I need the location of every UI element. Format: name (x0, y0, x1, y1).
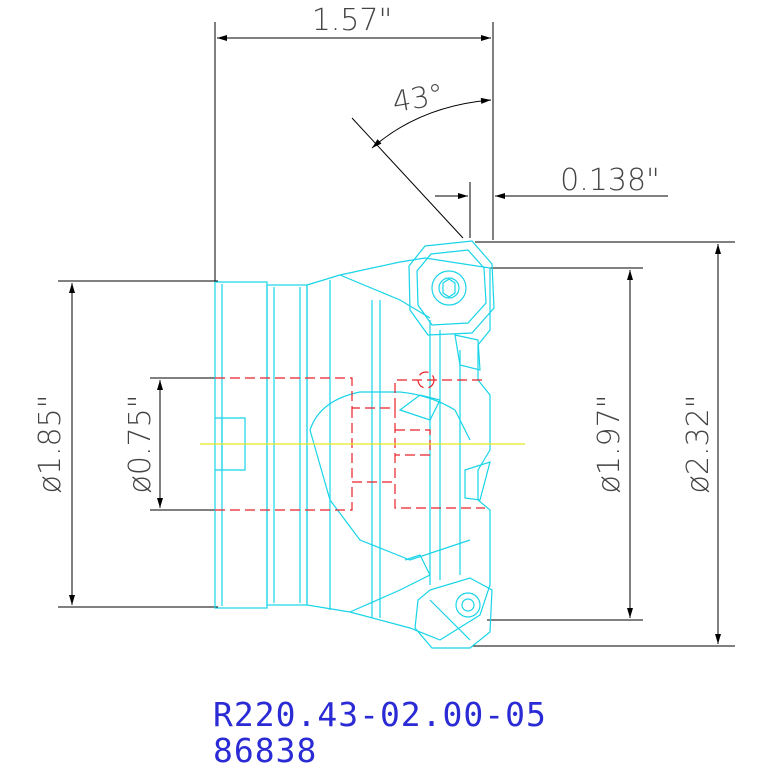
offset-label: 0.138" (560, 163, 660, 198)
shank-body (214, 281, 268, 609)
part-designation: R220.43-02.00-05 (213, 695, 547, 734)
insert-screw-top (431, 270, 467, 306)
hidden-lines (215, 371, 485, 511)
part-number: 86838 (213, 731, 318, 770)
length-label: 1.57" (312, 3, 393, 38)
max-label: ø2.32" (681, 395, 716, 494)
dimension-labels: 1.57" 43° 0.138" ø1.85" ø0.75" ø1.97" ø2… (33, 3, 716, 493)
chip-pocket (309, 391, 471, 441)
insert-bottom (414, 577, 493, 649)
body-outline (306, 257, 491, 641)
insert-top (408, 240, 495, 336)
angle-arc (371, 97, 492, 149)
insert-screw-bottom (455, 592, 481, 618)
dimension-lines (58, 22, 735, 647)
cutting-label: ø1.97" (592, 395, 627, 494)
bore-hidden (215, 377, 485, 409)
flange (266, 284, 308, 606)
shank-label: ø1.85" (33, 395, 68, 494)
bore-label: ø0.75" (123, 395, 158, 494)
angle-label: 43° (390, 77, 447, 119)
